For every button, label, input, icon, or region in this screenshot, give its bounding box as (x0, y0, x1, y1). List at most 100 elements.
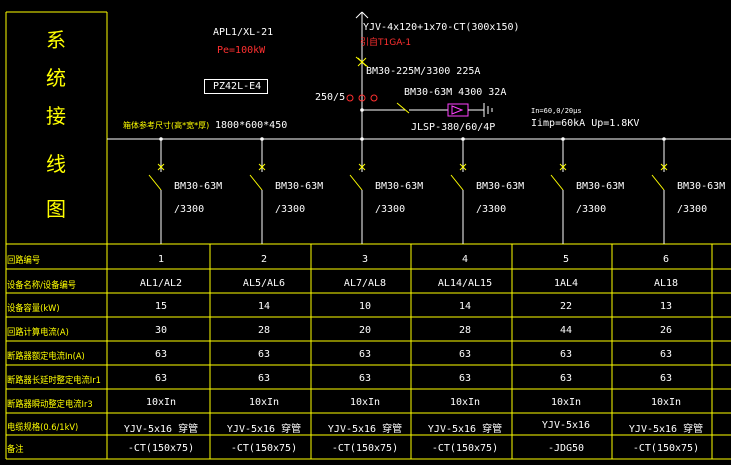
table-cell: 10xIn (449, 397, 481, 408)
table-cell: 63 (458, 373, 472, 384)
table-cell: 13 (659, 301, 673, 312)
branch-breaker-contact (450, 174, 464, 191)
table-cell: -CT(150x75) (431, 443, 499, 454)
ct-symbol (358, 94, 366, 102)
table-cell: 3 (361, 254, 369, 265)
table-cell: AL1/AL2 (139, 278, 183, 289)
row-label: 断路器额定电流In(A) (7, 352, 85, 362)
table-cell: 20 (358, 325, 372, 336)
table-cell: 10xIn (145, 397, 177, 408)
row-label: 回路计算电流(A) (7, 328, 69, 338)
table-cell: 28 (257, 325, 271, 336)
branch-breaker-x2 (559, 163, 567, 171)
branch-breaker-model: BM30-63M (476, 181, 525, 192)
table-cell: 63 (257, 349, 271, 360)
table-cell: 1 (157, 254, 165, 265)
table-cell: AL5/AL6 (242, 278, 286, 289)
table-cell: 10xIn (550, 397, 582, 408)
branch-breaker-rating: /3300 (275, 204, 306, 215)
branch-breaker-x2 (660, 163, 668, 171)
table-cell: 63 (358, 373, 372, 384)
spd-breaker-label: BM30-63M 4300 32A (404, 87, 507, 98)
panel-power: Pe=100kW (217, 45, 266, 56)
ct-symbol (370, 94, 378, 102)
branch-breaker-x2 (459, 163, 467, 171)
table-cell: 22 (559, 301, 573, 312)
table-cell: 63 (154, 373, 168, 384)
side-title-char: 图 (46, 197, 66, 221)
table-cell: 63 (257, 373, 271, 384)
table-cell: 14 (257, 301, 271, 312)
incoming-source: 引自T1GA-1 (360, 38, 412, 48)
row-label: 设备名称/设备编号 (7, 281, 77, 291)
table-cell: -CT(150x75) (127, 443, 195, 454)
branch-breaker-contact (249, 174, 263, 191)
row-label: 备注 (7, 445, 24, 455)
branch-breaker-model: BM30-63M (576, 181, 625, 192)
ct-ratio: 250/5 (315, 92, 346, 103)
side-title-char: 线 (46, 152, 66, 176)
table-cell: AL18 (653, 278, 679, 289)
branch-breaker-rating: /3300 (375, 204, 406, 215)
branch-breaker-model: BM30-63M (375, 181, 424, 192)
table-cell: 5 (562, 254, 570, 265)
panel-model-box: PZ42L-E4 (204, 79, 268, 94)
side-title-char: 接 (46, 104, 66, 128)
branch-breaker-x2 (358, 163, 366, 171)
table-cell: YJV-5x16 (541, 420, 591, 431)
row-label: 设备容量(kW) (7, 304, 60, 314)
branch-breaker-contact (349, 174, 363, 191)
table-cell: 14 (458, 301, 472, 312)
table-cell: 6 (662, 254, 670, 265)
table-cell: 30 (154, 325, 168, 336)
table-cell: 1AL4 (553, 278, 579, 289)
row-label: 断路器长延时整定电流Ir1 (7, 376, 101, 386)
spd-breaker-contact (396, 102, 410, 114)
table-cell: 63 (659, 349, 673, 360)
branch-breaker-x2 (258, 163, 266, 171)
spd-arrow (451, 105, 464, 115)
frame-lines (5, 11, 731, 460)
circuit-lines (107, 11, 731, 244)
table-cell: YJV-5x16 穿管 (327, 424, 403, 435)
panel-name: APL1/XL-21 (213, 27, 274, 38)
branch-breaker-rating: /3300 (677, 204, 708, 215)
dims-value: 1800*600*450 (215, 120, 288, 131)
table-cell: 63 (358, 349, 372, 360)
table-cell: 28 (458, 325, 472, 336)
spd-spec: Iimp=60kA Up=1.8KV (531, 118, 640, 129)
table-cell: 44 (559, 325, 573, 336)
spd-box (447, 103, 469, 117)
table-cell: 63 (458, 349, 472, 360)
main-breaker-label: BM30-225M/3300 225A (366, 66, 481, 77)
table-cell: -CT(150x75) (632, 443, 700, 454)
branch-breaker-model: BM30-63M (275, 181, 324, 192)
branch-breaker-x2 (157, 163, 165, 171)
table-cell: 63 (559, 349, 573, 360)
incoming-cable: YJV-4x120+1x70-CT(300x150) (363, 22, 520, 33)
ct-symbol (346, 94, 354, 102)
table-cell: 10xIn (248, 397, 280, 408)
table-cell: 2 (260, 254, 268, 265)
table-cell: AL14/AL15 (437, 278, 493, 289)
branch-breaker-contact (148, 174, 162, 191)
table-cell: AL7/AL8 (343, 278, 387, 289)
panel-model: PZ42L-E4 (213, 81, 262, 92)
table-cell: 15 (154, 301, 168, 312)
table-cell: -CT(150x75) (331, 443, 399, 454)
row-label: 电缆规格(0.6/1kV) (7, 423, 79, 433)
row-label: 断路器瞬动整定电流Ir3 (7, 400, 93, 410)
branch-breaker-contact (651, 174, 665, 191)
row-label: 回路编号 (7, 256, 41, 266)
side-title-char: 系 (46, 28, 66, 52)
table-cell: 63 (154, 349, 168, 360)
dims-label: 箱体参考尺寸(高*宽*厚) (123, 121, 210, 130)
incoming-arrow-right (361, 11, 369, 19)
table-cell: 10 (358, 301, 372, 312)
table-cell: YJV-5x16 穿管 (123, 424, 199, 435)
branch-breaker-contact (550, 174, 564, 191)
table-cell: 63 (659, 373, 673, 384)
spd-model: JLSP-380/60/4P (411, 122, 496, 133)
table-cell: 4 (461, 254, 469, 265)
